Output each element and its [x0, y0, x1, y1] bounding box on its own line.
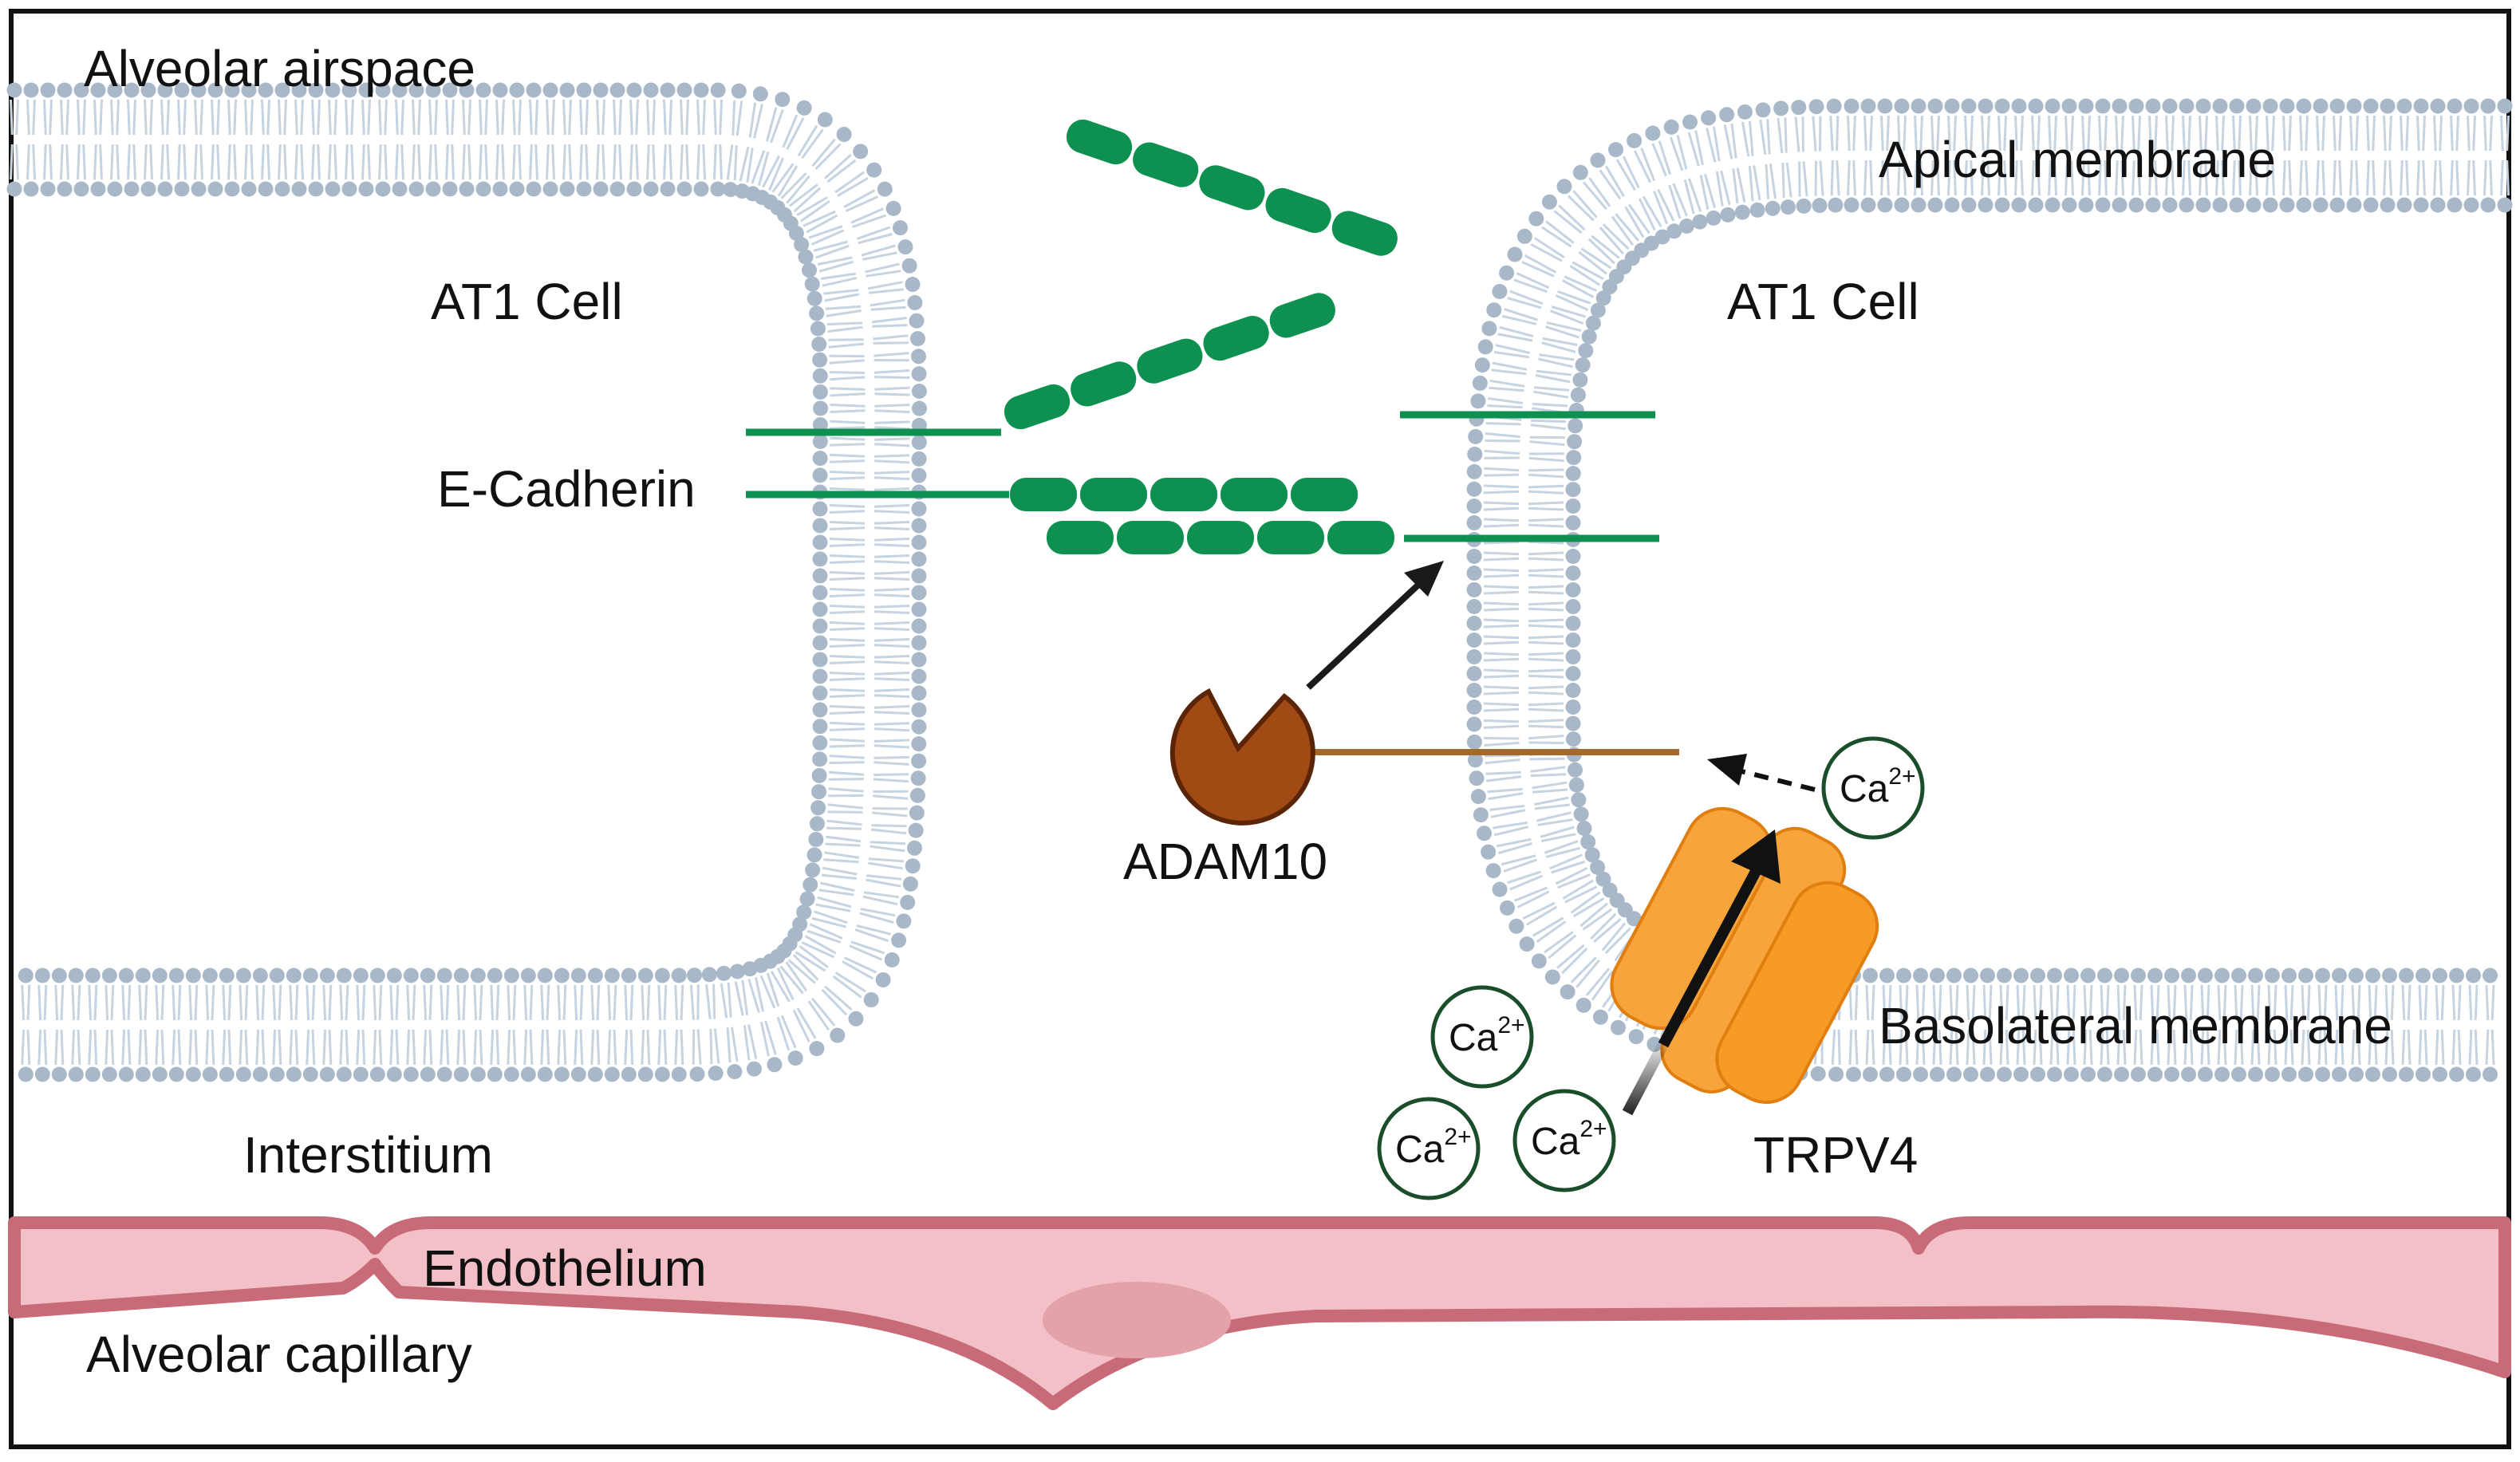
ecadherin-domain: [1047, 521, 1114, 554]
label-trpv4: TRPV4: [1753, 1126, 1918, 1184]
label-at1-cell-left: AT1 Cell: [431, 273, 623, 330]
endothelium-nucleus: [1043, 1282, 1231, 1358]
calcium-ion: Ca2+: [1379, 1099, 1478, 1198]
ecadherin-domain: [1150, 478, 1217, 511]
ecadherin-domain: [1291, 478, 1358, 511]
ecadherin-domain: [1010, 478, 1077, 511]
ecadherin-domain: [1080, 478, 1147, 511]
ecadherin-domain: [1117, 521, 1184, 554]
label-alveolar-airspace: Alveolar airspace: [84, 40, 475, 97]
calcium-ion: Ca2+: [1515, 1091, 1614, 1190]
label-alveolar-capillary: Alveolar capillary: [86, 1326, 472, 1383]
ecadherin-domain: [1327, 521, 1394, 554]
label-apical-membrane: Apical membrane: [1879, 131, 2276, 188]
label-endothelium: Endothelium: [423, 1239, 707, 1297]
ecadherin-domain: [1221, 478, 1288, 511]
ecadherin-domain: [1187, 521, 1254, 554]
ecadherin-dimer-upper: [1010, 478, 1358, 511]
ecadherin-dimer-lower: [1047, 521, 1394, 554]
label-e-cadherin: E-Cadherin: [437, 460, 696, 518]
label-adam10: ADAM10: [1123, 833, 1327, 890]
label-interstitium: Interstitium: [243, 1126, 493, 1184]
calcium-ion: Ca2+: [1433, 987, 1532, 1086]
calcium-ion: Ca2+: [1824, 739, 1923, 837]
ecadherin-domain: [1257, 521, 1324, 554]
label-basolateral-membrane: Basolateral membrane: [1879, 997, 2392, 1054]
label-at1-cell-right: AT1 Cell: [1727, 273, 1919, 330]
